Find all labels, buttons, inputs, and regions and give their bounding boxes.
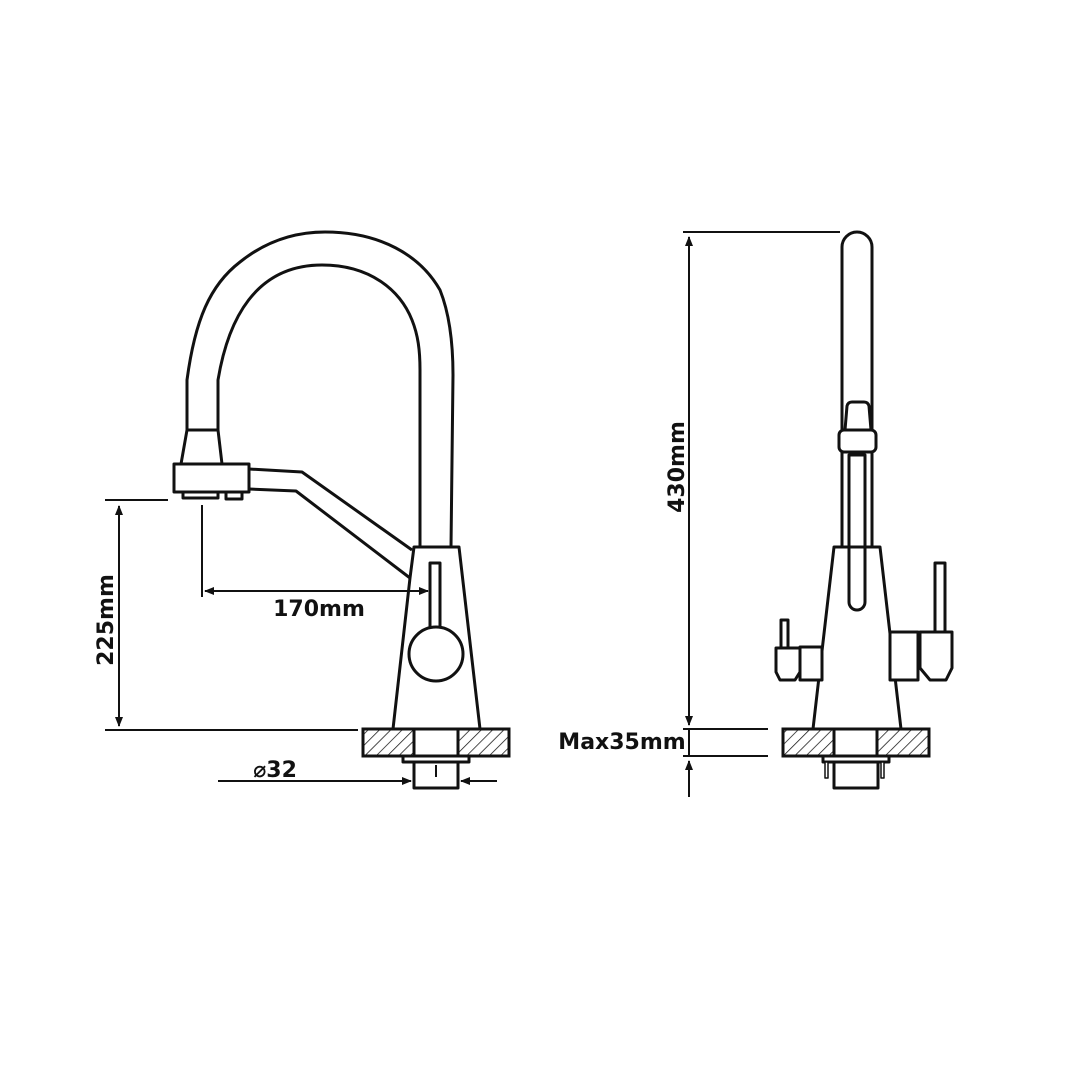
gooseneck-spout bbox=[185, 230, 455, 548]
spray-head-neck bbox=[179, 428, 224, 466]
front-view-dimensions: 430mm Max35mm bbox=[558, 231, 840, 797]
height-label: 225mm bbox=[94, 574, 119, 666]
lever-knob bbox=[407, 625, 465, 683]
spray-head bbox=[172, 462, 251, 494]
mount-shank-front bbox=[832, 727, 879, 758]
hole-diameter-label: ⌀32 bbox=[253, 758, 297, 783]
deck-thickness-label: Max35mm bbox=[558, 730, 685, 755]
lever-handle bbox=[428, 561, 442, 632]
countertop-right bbox=[456, 727, 511, 758]
nozzle-main bbox=[181, 490, 220, 500]
spray-head-collar bbox=[843, 400, 873, 432]
left-handle-lever bbox=[779, 618, 790, 650]
side-view-faucet bbox=[172, 230, 511, 790]
reach-label: 170mm bbox=[273, 597, 365, 622]
mount-shank bbox=[412, 727, 460, 758]
mount-pin-left bbox=[824, 761, 829, 779]
countertop-left-front bbox=[781, 727, 836, 758]
faucet-body-front-fill bbox=[850, 550, 864, 609]
front-view-faucet bbox=[774, 230, 954, 790]
nozzle-filter bbox=[224, 490, 244, 501]
spray-head-ring bbox=[837, 428, 878, 454]
mount-pin-right bbox=[880, 761, 885, 779]
left-handle-connector bbox=[798, 645, 824, 682]
total-height-label: 430mm bbox=[665, 421, 690, 513]
right-handle-lever bbox=[933, 561, 947, 635]
right-handle-connector bbox=[888, 630, 920, 682]
side-view-dimensions: 225mm 170mm ⌀32 bbox=[94, 499, 497, 785]
mount-nut-front bbox=[832, 760, 880, 790]
countertop-right-front bbox=[875, 727, 931, 758]
countertop-left bbox=[361, 727, 416, 758]
left-handle-block bbox=[774, 646, 802, 682]
right-handle-block bbox=[918, 630, 954, 682]
pull-out-hose bbox=[248, 467, 413, 580]
